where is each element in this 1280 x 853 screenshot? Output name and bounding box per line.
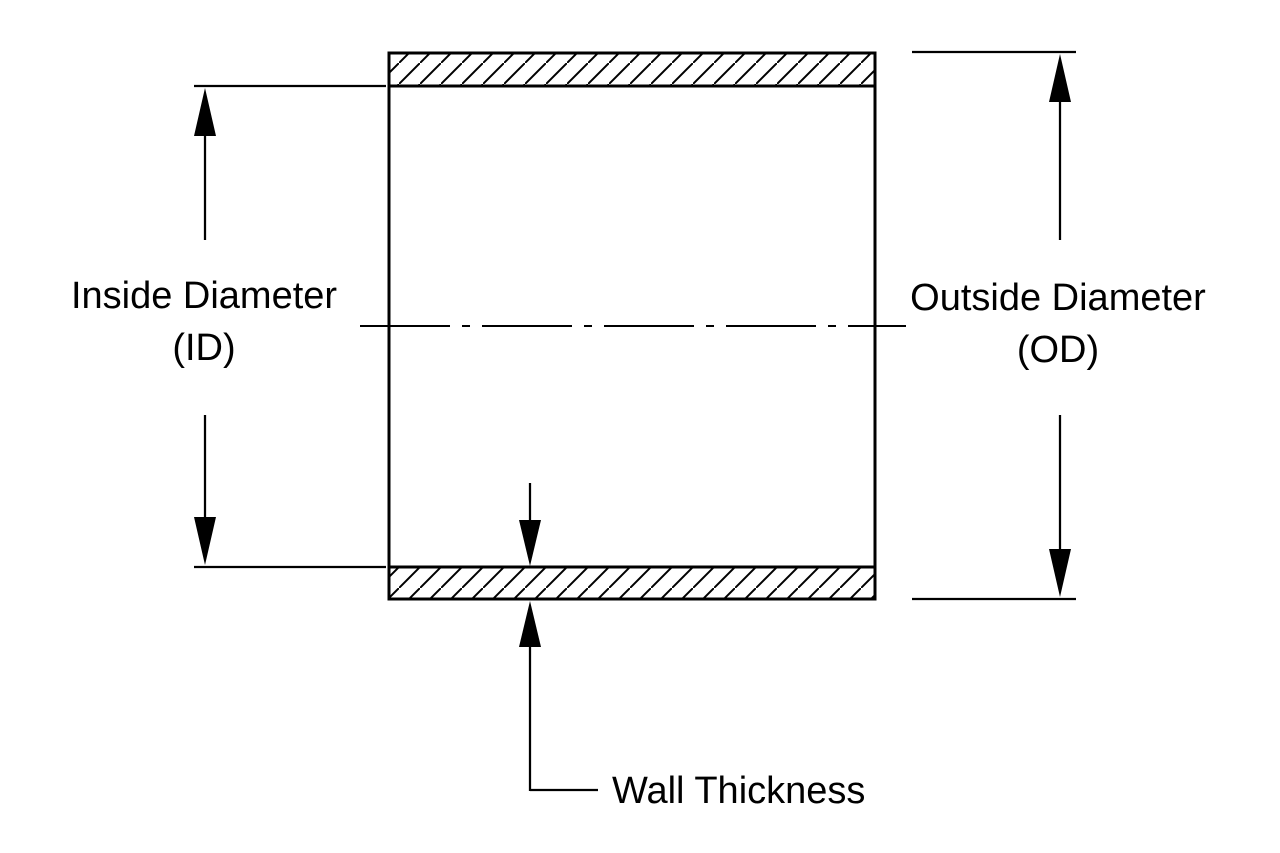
outside-diameter-abbrev: (OD) xyxy=(1017,329,1099,371)
wall-thickness-arrow-up-icon xyxy=(519,601,541,647)
wall-thickness-arrow-down-icon xyxy=(519,520,541,566)
od-arrow-down-icon xyxy=(1049,549,1071,597)
id-arrow-up-icon xyxy=(194,88,216,136)
outside-diameter-label: Outside Diameter xyxy=(910,277,1206,319)
wall-thickness-label: Wall Thickness xyxy=(612,770,865,812)
inside-diameter-label: Inside Diameter xyxy=(71,275,337,317)
tube-top-wall-hatch xyxy=(387,51,877,88)
tube-bottom-wall-hatch xyxy=(387,565,877,601)
od-arrow-up-icon xyxy=(1049,54,1071,102)
inside-diameter-abbrev: (ID) xyxy=(172,327,235,369)
id-arrow-down-icon xyxy=(194,517,216,565)
